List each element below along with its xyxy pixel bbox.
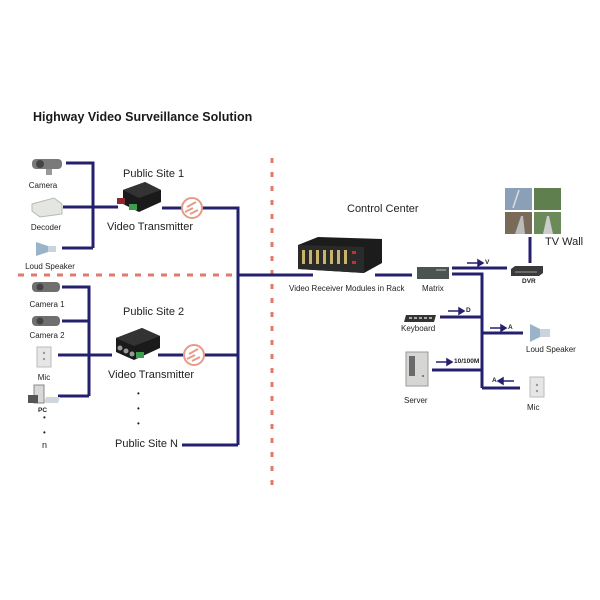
server-label: Server — [404, 396, 428, 405]
loud-speaker-icon — [526, 322, 554, 344]
server-icon — [404, 350, 430, 388]
pc-icon — [26, 383, 62, 405]
pc-label: PC — [38, 407, 48, 414]
camera2-label: Camera 2 — [29, 331, 65, 340]
wire-control-bus — [452, 272, 484, 388]
dvr-icon — [509, 264, 545, 276]
signal-audio-out-label: A — [508, 324, 513, 331]
loud-speaker-label: Loud Speaker — [25, 262, 75, 271]
site2-transmitter-label: Video Transmitter — [108, 369, 195, 381]
mic-label: Mic — [37, 373, 51, 382]
camera-label: Camera — [28, 181, 58, 190]
tv-wall-label: TV Wall — [545, 236, 584, 248]
keyboard-label: Keyboard — [401, 324, 436, 333]
dvr-label: DVR — [522, 278, 536, 285]
video-transmitter-icon — [110, 326, 162, 364]
decoder-label: Decoder — [30, 223, 62, 232]
diagram-title: Highway Video Surveillance Solution — [33, 110, 253, 124]
mic-icon — [529, 376, 545, 398]
video-transmitter-icon — [115, 180, 165, 216]
cc-loud-speaker-label: Loud Speaker — [526, 345, 576, 354]
mic-icon — [36, 346, 52, 368]
device-n-label: n — [42, 440, 48, 450]
cc-mic-label: Mic — [527, 403, 540, 412]
ellipsis-dot: • — [137, 389, 140, 398]
wire-camera1 — [62, 285, 91, 396]
camera2-icon — [30, 314, 64, 330]
keyboard-icon — [404, 310, 438, 322]
signal-ethernet-label: 10/100M — [454, 358, 480, 365]
loud-speaker-icon — [32, 238, 62, 260]
matrix-label: Matrix — [422, 284, 444, 293]
rack-label: Video Receiver Modules in Rack — [289, 284, 405, 293]
signal-video-label: V — [485, 259, 490, 266]
camera1-icon — [30, 280, 64, 296]
tv-wall-icon — [505, 188, 561, 234]
matrix-icon — [416, 266, 450, 280]
ellipsis-dot: • — [43, 428, 46, 437]
ellipsis-dot: • — [137, 419, 140, 428]
fiber-icon-site1 — [181, 197, 203, 219]
siteN-title: Public Site N — [115, 438, 178, 450]
site1-transmitter-label: Video Transmitter — [107, 221, 194, 233]
receiver-rack-icon — [294, 235, 384, 275]
fiber-icon-site2 — [183, 344, 205, 366]
wire-site1-trunk — [202, 206, 240, 445]
camera1-label: Camera 1 — [29, 300, 65, 309]
signal-audio-in-label: A — [492, 377, 497, 384]
wire-camera — [66, 161, 95, 248]
site1-title: Public Site 1 — [123, 168, 185, 180]
ellipsis-dot: • — [43, 413, 46, 422]
signal-data-label: D — [466, 307, 471, 314]
decoder-icon — [30, 196, 64, 218]
ellipsis-dot: • — [137, 404, 140, 413]
control-center-title: Control Center — [347, 203, 419, 215]
camera-icon — [28, 155, 68, 177]
site2-title: Public Site 2 — [123, 306, 185, 318]
